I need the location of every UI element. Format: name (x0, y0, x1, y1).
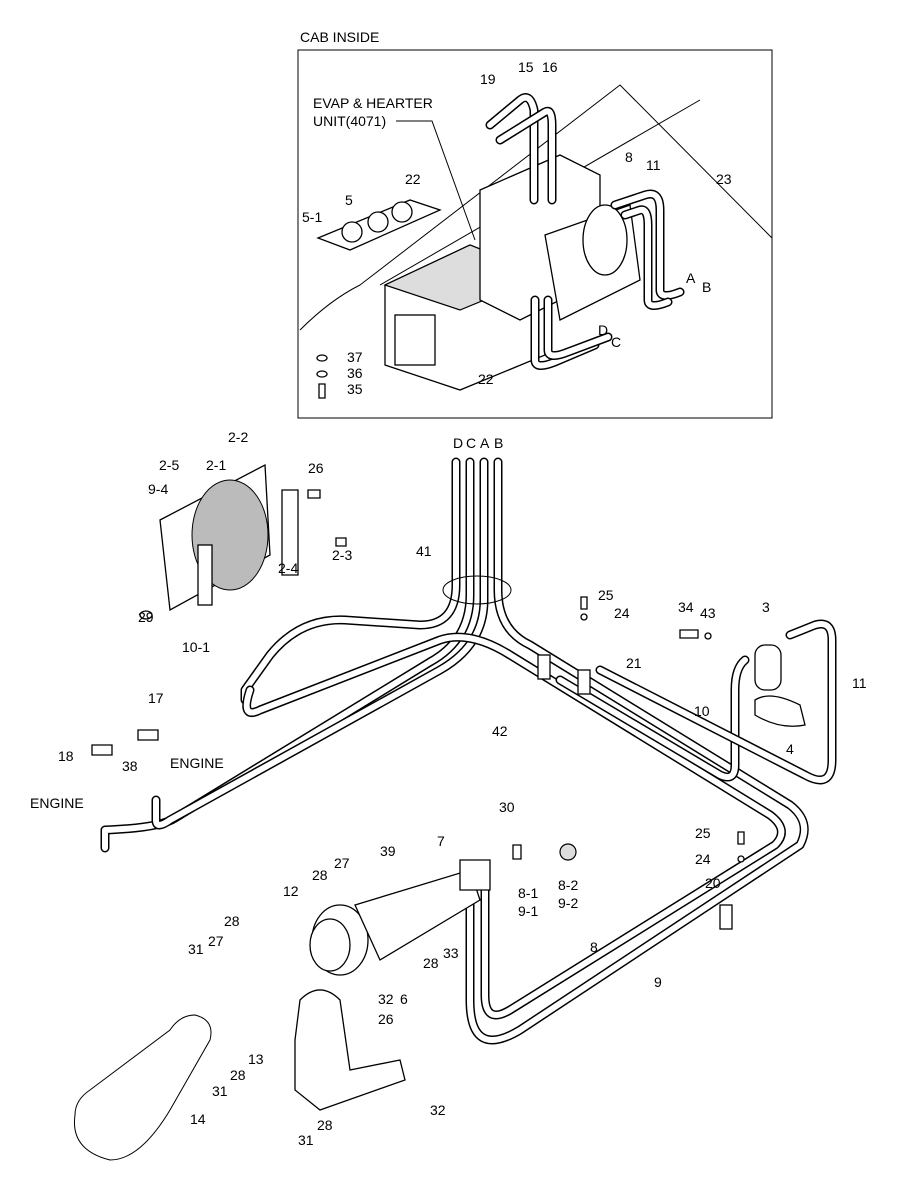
callout-20: 20 (705, 875, 721, 891)
cab-inside-title: CAB INSIDE (300, 29, 379, 45)
grommet-41 (442, 575, 512, 605)
callout-25: 25 (598, 587, 614, 603)
engine-label-2: ENGINE (30, 795, 84, 811)
callout-42: 42 (492, 723, 508, 739)
callout-2-2: 2-2 (228, 429, 248, 445)
callout-2-3: 2-3 (332, 547, 352, 563)
callout-4: 4 (786, 741, 794, 757)
callout-28: 28 (317, 1117, 333, 1133)
callout-10: 10 (694, 703, 710, 719)
callout-D: D (598, 322, 608, 338)
engine-fittings: ENGINE ENGINE (30, 729, 224, 811)
callout-26: 26 (308, 460, 324, 476)
callout-9-2: 9-2 (558, 895, 578, 911)
callout-3: 3 (762, 599, 770, 615)
callout-37: 37 (347, 349, 363, 365)
callout-8-1: 8-1 (518, 885, 538, 901)
callout-31: 31 (188, 941, 204, 957)
callout-32: 32 (378, 991, 394, 1007)
callout-23: 23 (716, 171, 732, 187)
callout-2-5: 2-5 (159, 457, 179, 473)
callout-28: 28 (423, 955, 439, 971)
callout-38: 38 (122, 758, 138, 774)
evap-unit-label-line1: EVAP & HEARTER (313, 95, 433, 111)
callout-C: C (611, 334, 621, 350)
callout-22: 22 (405, 171, 421, 187)
callout-29: 29 (138, 609, 154, 625)
callout-B: B (702, 279, 711, 295)
callout-43: 43 (700, 605, 716, 621)
v-belt-14 (73, 1014, 212, 1161)
callout-32: 32 (430, 1102, 446, 1118)
callout-39: 39 (380, 843, 396, 859)
tube-label-a: A (480, 435, 490, 451)
callout-30: 30 (499, 799, 515, 815)
callout-24: 24 (614, 605, 630, 621)
callout-33: 33 (443, 945, 459, 961)
callout-12: 12 (283, 883, 299, 899)
callout-16: 16 (542, 59, 558, 75)
tube-label-d: D (453, 435, 463, 451)
callout-5: 5 (345, 192, 353, 208)
callout-A: A (686, 270, 696, 286)
callout-9: 9 (654, 974, 662, 990)
refrigerant-tubes (100, 457, 837, 1045)
evap-leader (396, 120, 476, 241)
evap-unit-label-line2: UNIT(4071) (313, 113, 386, 129)
engine-label-1: ENGINE (170, 755, 224, 771)
callout-21: 21 (626, 655, 642, 671)
callout-31: 31 (298, 1132, 314, 1148)
callout-35: 35 (347, 381, 363, 397)
callout-2-1: 2-1 (206, 457, 226, 473)
callout-8: 8 (590, 939, 598, 955)
callout-24: 24 (695, 851, 711, 867)
callout-2-4: 2-4 (278, 560, 298, 576)
callout-31: 31 (212, 1083, 228, 1099)
callout-18: 18 (58, 748, 74, 764)
evap-heater-unit (383, 154, 641, 391)
callout-11: 11 (646, 157, 661, 173)
callout-11: 11 (852, 675, 867, 691)
callout-28: 28 (224, 913, 240, 929)
callout-5-1: 5-1 (302, 209, 322, 225)
control-panel (316, 199, 442, 251)
cab-inside-frame (297, 49, 773, 419)
callout-27: 27 (208, 933, 224, 949)
compressor-assembly (294, 843, 577, 1111)
tube-label-b: B (494, 435, 503, 451)
callout-36: 36 (347, 365, 363, 381)
callout-22: 22 (478, 371, 494, 387)
hardware-35-37 (316, 354, 328, 399)
callout-27: 27 (334, 855, 350, 871)
callout-25: 25 (695, 825, 711, 841)
clamps (537, 596, 745, 930)
callout-9-1: 9-1 (518, 903, 538, 919)
callout-9-4: 9-4 (148, 481, 168, 497)
callout-13: 13 (248, 1051, 264, 1067)
callout-17: 17 (148, 690, 164, 706)
callout-15: 15 (518, 59, 534, 75)
callout-28: 28 (312, 867, 328, 883)
receiver-drier (679, 629, 806, 727)
tube-label-c: C (466, 435, 476, 451)
callout-34: 34 (678, 599, 694, 615)
callout-19: 19 (480, 71, 496, 87)
callout-26: 26 (378, 1011, 394, 1027)
callout-14: 14 (190, 1111, 206, 1127)
callout-6: 6 (400, 991, 408, 1007)
callout-7: 7 (437, 833, 445, 849)
callout-8: 8 (625, 149, 633, 165)
condenser-assembly (139, 463, 347, 620)
callout-41: 41 (416, 543, 432, 559)
cab-tubes (485, 93, 685, 370)
callout-8-2: 8-2 (558, 877, 578, 893)
callout-10-1: 10-1 (182, 639, 210, 655)
callout-28: 28 (230, 1067, 246, 1083)
